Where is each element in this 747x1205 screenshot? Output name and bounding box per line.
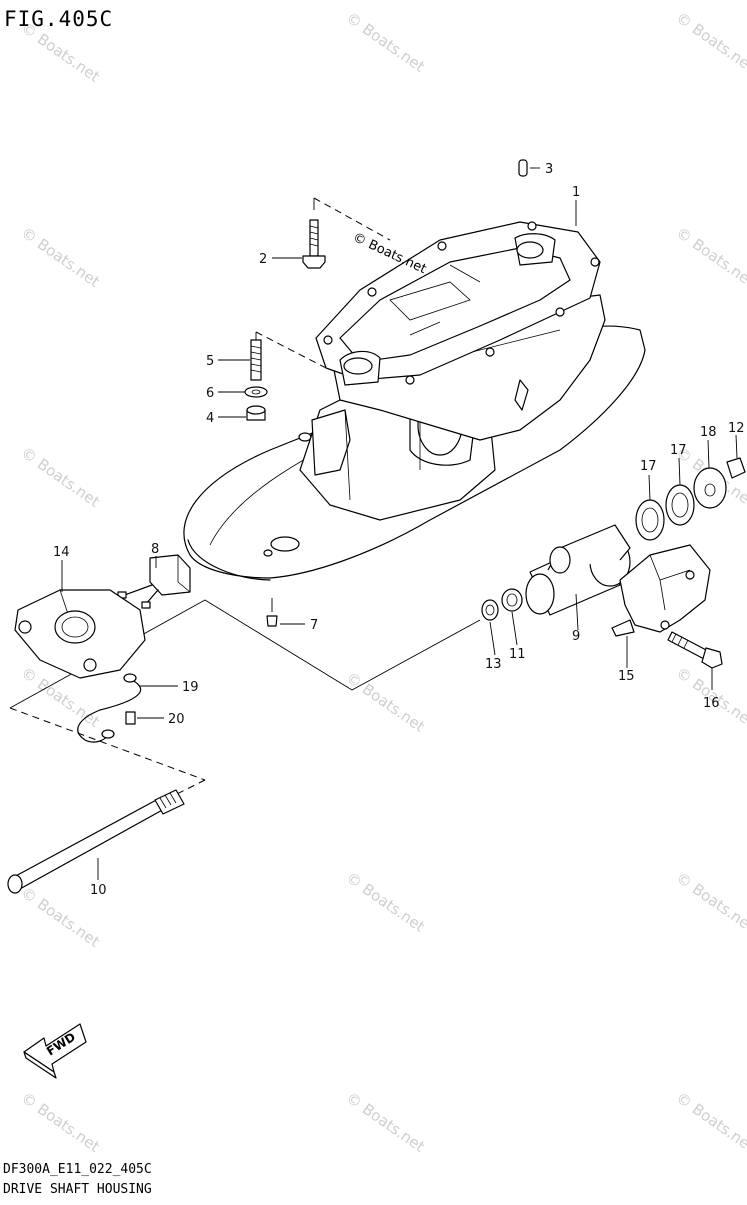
- ground-wire: [77, 673, 142, 743]
- rubber-mount: [525, 524, 631, 616]
- callout-16: 16: [703, 696, 720, 711]
- watermark: © Boats.net: [18, 224, 103, 291]
- relief-valve-block: [117, 554, 191, 609]
- watermark: © Boats.net: [18, 1089, 103, 1156]
- cover-bolt: [667, 631, 723, 669]
- ground-screw: [125, 711, 136, 725]
- callout-13: 13: [485, 657, 502, 672]
- callout-20: 20: [168, 712, 185, 727]
- shim-washer: [481, 599, 499, 621]
- flat-washer: [244, 386, 268, 398]
- callout-18: 18: [700, 425, 717, 440]
- thrust-washer: [501, 588, 523, 612]
- assembly-guides: [9, 197, 391, 796]
- leader-lines: [61, 167, 738, 880]
- callout-8: 8: [151, 542, 159, 557]
- fwd-direction-tag: FWD: [23, 1023, 87, 1079]
- watermark: © Boats.net: [673, 9, 747, 76]
- callout-3: 3: [545, 162, 553, 177]
- drive-shaft: [7, 789, 185, 894]
- large-washer: [693, 467, 727, 509]
- callout-11: 11: [509, 647, 526, 662]
- stud-bolt: [250, 339, 262, 381]
- watermark: © Boats.net: [673, 869, 747, 936]
- watermark: © Boats.net: [343, 9, 428, 76]
- small-screw: [266, 598, 278, 627]
- callout-7: 7: [310, 618, 318, 633]
- housing-embossed-watermark: © Boats.net: [350, 230, 428, 277]
- watermark: © Boats.net: [343, 869, 428, 936]
- mount-nut: [726, 457, 746, 479]
- callout-2: 2: [259, 252, 267, 267]
- callout-12: 12: [728, 421, 745, 436]
- arrow-left-icon: [23, 1023, 87, 1073]
- callout-4: 4: [206, 411, 214, 426]
- mount-washer: [665, 484, 695, 526]
- figure-code: DF300A_E11_022_405C: [3, 1162, 152, 1177]
- housing-bolt: [302, 219, 326, 269]
- figure-title: FIG.405C: [4, 7, 113, 31]
- dowel-pin: [518, 159, 528, 177]
- callout-10: 10: [90, 883, 107, 898]
- mount-cover: [611, 544, 711, 637]
- watermark: © Boats.net: [673, 1089, 747, 1156]
- watermark: © Boats.net: [343, 669, 428, 736]
- callout-19: 19: [182, 680, 199, 695]
- callout-6: 6: [206, 386, 214, 401]
- callout-1: 1: [572, 185, 580, 200]
- callout-9: 9: [572, 629, 580, 644]
- callouts: 1 2 3 4 5 6 7 8 9 10 11 12 13 14 15 16 1…: [53, 162, 745, 898]
- callout-17-rear: 17: [670, 443, 687, 458]
- mount-bracket: [14, 589, 146, 679]
- callout-15: 15: [618, 669, 635, 684]
- callout-5: 5: [206, 354, 214, 369]
- figure-caption: DRIVE SHAFT HOUSING: [3, 1182, 152, 1197]
- callout-14: 14: [53, 545, 70, 560]
- watermark: © Boats.net: [18, 444, 103, 511]
- watermark: © Boats.net: [673, 224, 747, 291]
- watermark: © Boats.net: [343, 1089, 428, 1156]
- hex-nut: [246, 405, 266, 421]
- callout-17-front: 17: [640, 459, 657, 474]
- drive-shaft-housing: © Boats.net: [183, 221, 646, 581]
- mount-washer: [635, 499, 665, 541]
